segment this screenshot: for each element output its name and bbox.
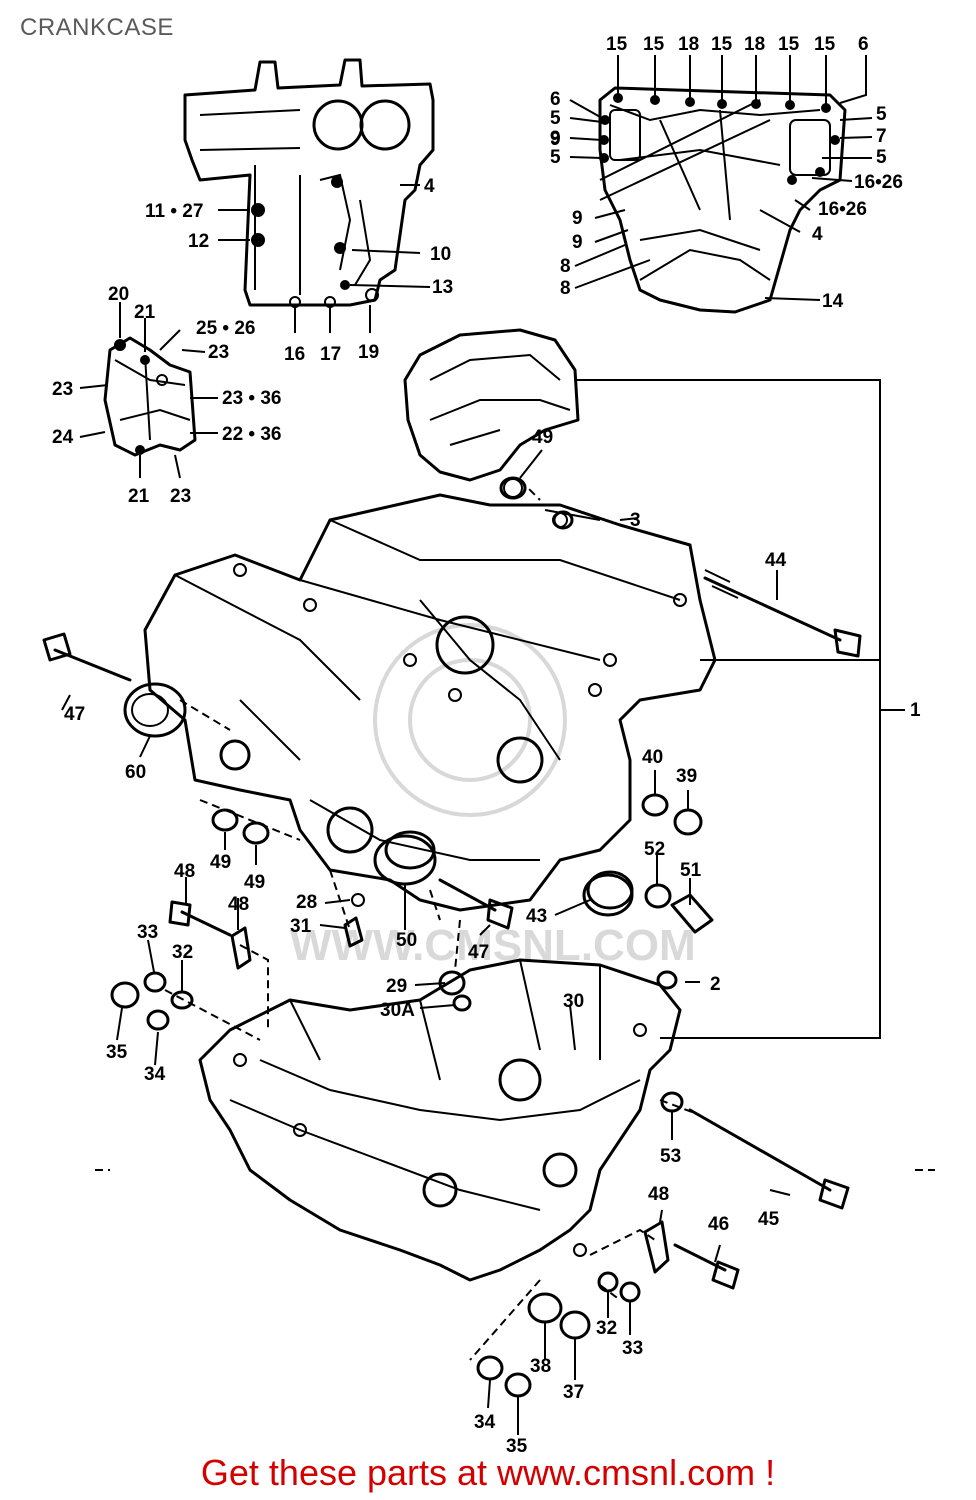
callout-50: 50 bbox=[396, 930, 417, 951]
callout-21-a: 21 bbox=[134, 302, 156, 323]
callout-47-b: 47 bbox=[468, 942, 489, 963]
callout-33-a: 33 bbox=[137, 922, 158, 943]
callout-1: 1 bbox=[910, 700, 921, 721]
callout-labels: 15 15 18 15 18 15 15 6 6 5 9 9 5 5 7 5 1… bbox=[52, 34, 921, 1457]
callout-2: 2 bbox=[710, 974, 721, 995]
leader-lines bbox=[61, 55, 935, 1435]
callout-16-26-b: 16•26 bbox=[818, 199, 867, 220]
callout-14: 14 bbox=[822, 291, 844, 312]
callout-5-b: 5 bbox=[550, 147, 561, 168]
callout-15-a: 15 bbox=[606, 34, 628, 55]
callout-9-b: 9 bbox=[550, 129, 561, 150]
callout-37: 37 bbox=[563, 1382, 584, 1403]
callout-51: 51 bbox=[680, 860, 702, 881]
callout-9-d: 9 bbox=[572, 232, 583, 253]
callout-53: 53 bbox=[660, 1146, 681, 1167]
callout-3: 3 bbox=[630, 510, 641, 531]
callout-18-b: 18 bbox=[744, 34, 765, 55]
callout-19: 19 bbox=[358, 342, 379, 363]
callout-15-b: 15 bbox=[643, 34, 665, 55]
callout-35-b: 35 bbox=[506, 1436, 528, 1457]
callout-48-b: 48 bbox=[228, 894, 249, 915]
callout-46: 46 bbox=[708, 1214, 729, 1235]
callout-20: 20 bbox=[108, 284, 129, 305]
callout-15-e: 15 bbox=[814, 34, 836, 55]
callout-30a: 30A bbox=[380, 1000, 415, 1021]
callout-23-b: 23 bbox=[52, 379, 73, 400]
crankcase-bottom-view bbox=[598, 86, 847, 314]
side-cover-detail bbox=[103, 336, 197, 457]
callout-16-26-a: 16•26 bbox=[854, 172, 903, 193]
callout-52: 52 bbox=[644, 839, 665, 860]
footer-suffix: ! bbox=[755, 1452, 776, 1493]
callout-34-b: 34 bbox=[474, 1412, 496, 1433]
callout-44: 44 bbox=[765, 550, 787, 571]
callout-43: 43 bbox=[526, 906, 547, 927]
callout-49-b: 49 bbox=[210, 852, 231, 873]
callout-22-36: 22 • 36 bbox=[222, 424, 281, 445]
upper-crankcase bbox=[143, 478, 717, 912]
callout-10: 10 bbox=[430, 244, 451, 265]
callout-60: 60 bbox=[125, 762, 146, 783]
callout-5-c: 5 bbox=[876, 104, 887, 125]
callout-15-c: 15 bbox=[711, 34, 733, 55]
callout-23-a: 23 bbox=[208, 342, 229, 363]
callout-30: 30 bbox=[563, 991, 584, 1012]
callout-31: 31 bbox=[290, 916, 312, 937]
callout-5-d: 5 bbox=[876, 147, 887, 168]
callout-47-a: 47 bbox=[64, 704, 85, 725]
callout-25-26: 25 • 26 bbox=[196, 318, 255, 339]
callout-4-b: 4 bbox=[424, 176, 435, 197]
callout-16: 16 bbox=[284, 344, 305, 365]
callout-28: 28 bbox=[296, 892, 317, 913]
bolts bbox=[42, 569, 862, 1290]
callout-6-a: 6 bbox=[858, 34, 869, 55]
crankcase-cover bbox=[403, 328, 580, 482]
callout-48-c: 48 bbox=[648, 1184, 669, 1205]
callout-29: 29 bbox=[386, 976, 407, 997]
callout-49-c: 49 bbox=[244, 872, 265, 893]
lower-crankcase bbox=[198, 958, 682, 1282]
callout-9-a: 9 bbox=[550, 128, 561, 149]
callout-18-a: 18 bbox=[678, 34, 699, 55]
watermark: WWW.CMSNL.COM bbox=[290, 623, 696, 970]
cylinder-block-top-view bbox=[183, 58, 435, 308]
callout-35-a: 35 bbox=[106, 1042, 128, 1063]
callout-48-a: 48 bbox=[174, 861, 195, 882]
callout-5-a: 5 bbox=[550, 108, 561, 129]
callout-4-a: 4 bbox=[812, 224, 823, 245]
callout-45: 45 bbox=[758, 1209, 780, 1230]
callout-12: 12 bbox=[188, 231, 209, 252]
callout-11-27: 11 • 27 bbox=[145, 201, 203, 222]
callout-8-b: 8 bbox=[560, 278, 571, 299]
callout-33-b: 33 bbox=[622, 1338, 643, 1359]
callout-32-a: 32 bbox=[172, 942, 193, 963]
footer-cta: Get these parts at www.cmsnl.com ! bbox=[0, 1452, 976, 1494]
callout-32-b: 32 bbox=[596, 1318, 617, 1339]
callout-34-a: 34 bbox=[144, 1064, 166, 1085]
callout-24: 24 bbox=[52, 427, 74, 448]
callout-9-c: 9 bbox=[572, 208, 583, 229]
page-title: CRANKCASE bbox=[20, 14, 174, 41]
callout-38: 38 bbox=[530, 1356, 551, 1377]
callout-21-b: 21 bbox=[128, 486, 150, 507]
callout-7: 7 bbox=[876, 126, 887, 147]
callout-39: 39 bbox=[676, 766, 697, 787]
callout-15-d: 15 bbox=[778, 34, 800, 55]
callout-13: 13 bbox=[432, 277, 453, 298]
callout-8-a: 8 bbox=[560, 256, 571, 277]
callout-23-36: 23 • 36 bbox=[222, 388, 281, 409]
callout-49-a: 49 bbox=[532, 427, 553, 448]
callout-6-b: 6 bbox=[550, 89, 561, 110]
footer-prefix: Get these parts at bbox=[200, 1452, 498, 1493]
cmsnl-link[interactable]: www.cmsnl.com bbox=[497, 1452, 756, 1493]
callout-23-c: 23 bbox=[170, 486, 191, 507]
callout-17: 17 bbox=[320, 344, 341, 365]
callout-40: 40 bbox=[642, 747, 663, 768]
